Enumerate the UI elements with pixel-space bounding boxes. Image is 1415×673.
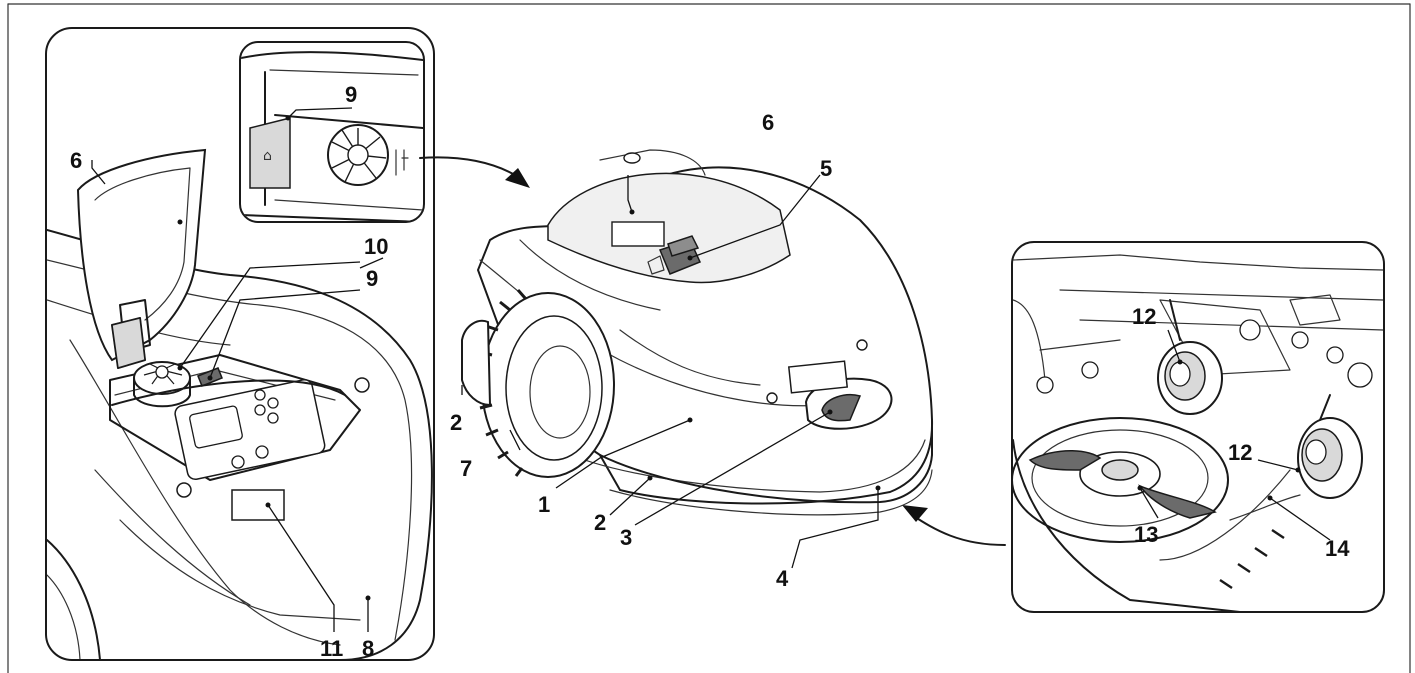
callout-8: 8	[362, 636, 374, 661]
arrow-to-center	[419, 156, 521, 179]
right-inset-underside	[1011, 241, 1385, 613]
callout-5: 5	[820, 156, 832, 181]
callout-14: 14	[1325, 536, 1350, 561]
leader-12-right	[1257, 459, 1299, 471]
leader-3	[634, 411, 831, 526]
leader-9-left	[209, 289, 361, 379]
leader-7	[509, 429, 521, 451]
callout-2-center: 2	[594, 510, 606, 535]
callout-7: 7	[460, 456, 472, 481]
callout-11: 11	[320, 636, 343, 661]
leader-10	[179, 261, 361, 369]
callout-2-left: 2	[450, 410, 462, 435]
switch-glyph: ⌂	[263, 148, 272, 164]
leader-14	[1269, 497, 1331, 541]
leader-5	[689, 174, 821, 259]
callout-1: 1	[538, 492, 550, 517]
arrowhead-center	[505, 168, 530, 188]
leader-6-center	[627, 175, 633, 213]
callout-13: 13	[1134, 522, 1158, 547]
center-mower	[461, 149, 934, 569]
callout-10: 10	[364, 234, 388, 259]
callout-9-left: 9	[366, 266, 378, 291]
leader-12-top	[1167, 329, 1181, 363]
leader-1	[555, 419, 691, 489]
callout-3: 3	[620, 525, 632, 550]
callout-6-left: 6	[70, 148, 82, 173]
arrow-from-right	[911, 514, 1006, 546]
callout-6-center: 6	[762, 110, 774, 135]
leader-9-top	[287, 107, 353, 119]
callout-12-right: 12	[1228, 440, 1252, 465]
arrowhead-right	[902, 505, 928, 522]
leader-4	[791, 488, 879, 569]
leader-2-center	[609, 477, 651, 516]
leader-6-left	[91, 160, 106, 185]
callout-4: 4	[776, 566, 789, 591]
top-inset-mode-knob: ⌂	[239, 41, 425, 223]
leader-10-a	[359, 257, 384, 269]
callout-9-top: 9	[345, 82, 357, 107]
leader-13	[1139, 487, 1159, 519]
callout-12-top: 12	[1132, 304, 1156, 329]
leader-11	[267, 504, 335, 632]
